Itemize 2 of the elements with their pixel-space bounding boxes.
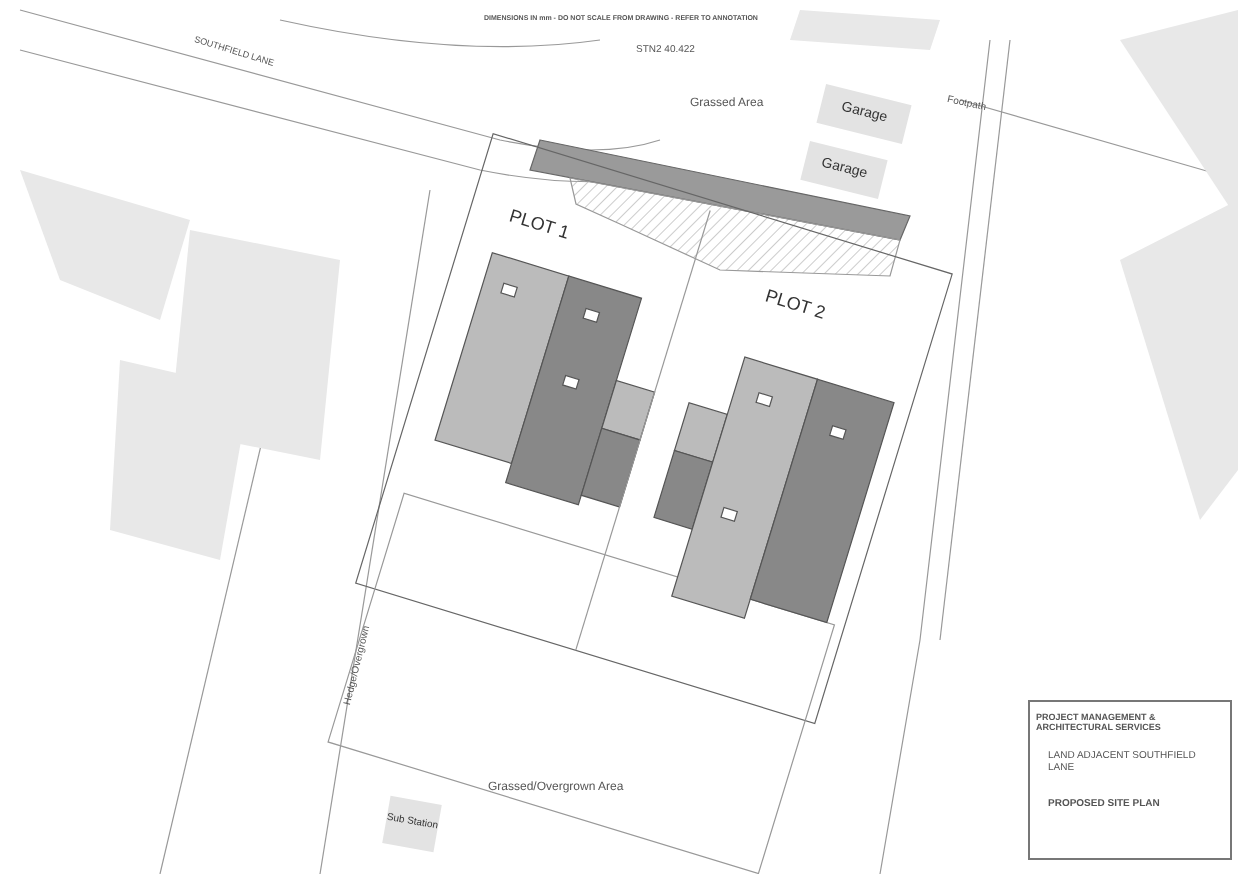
plot-label: PLOT 1: [506, 207, 572, 245]
plot-label: PLOT 2: [762, 287, 828, 325]
